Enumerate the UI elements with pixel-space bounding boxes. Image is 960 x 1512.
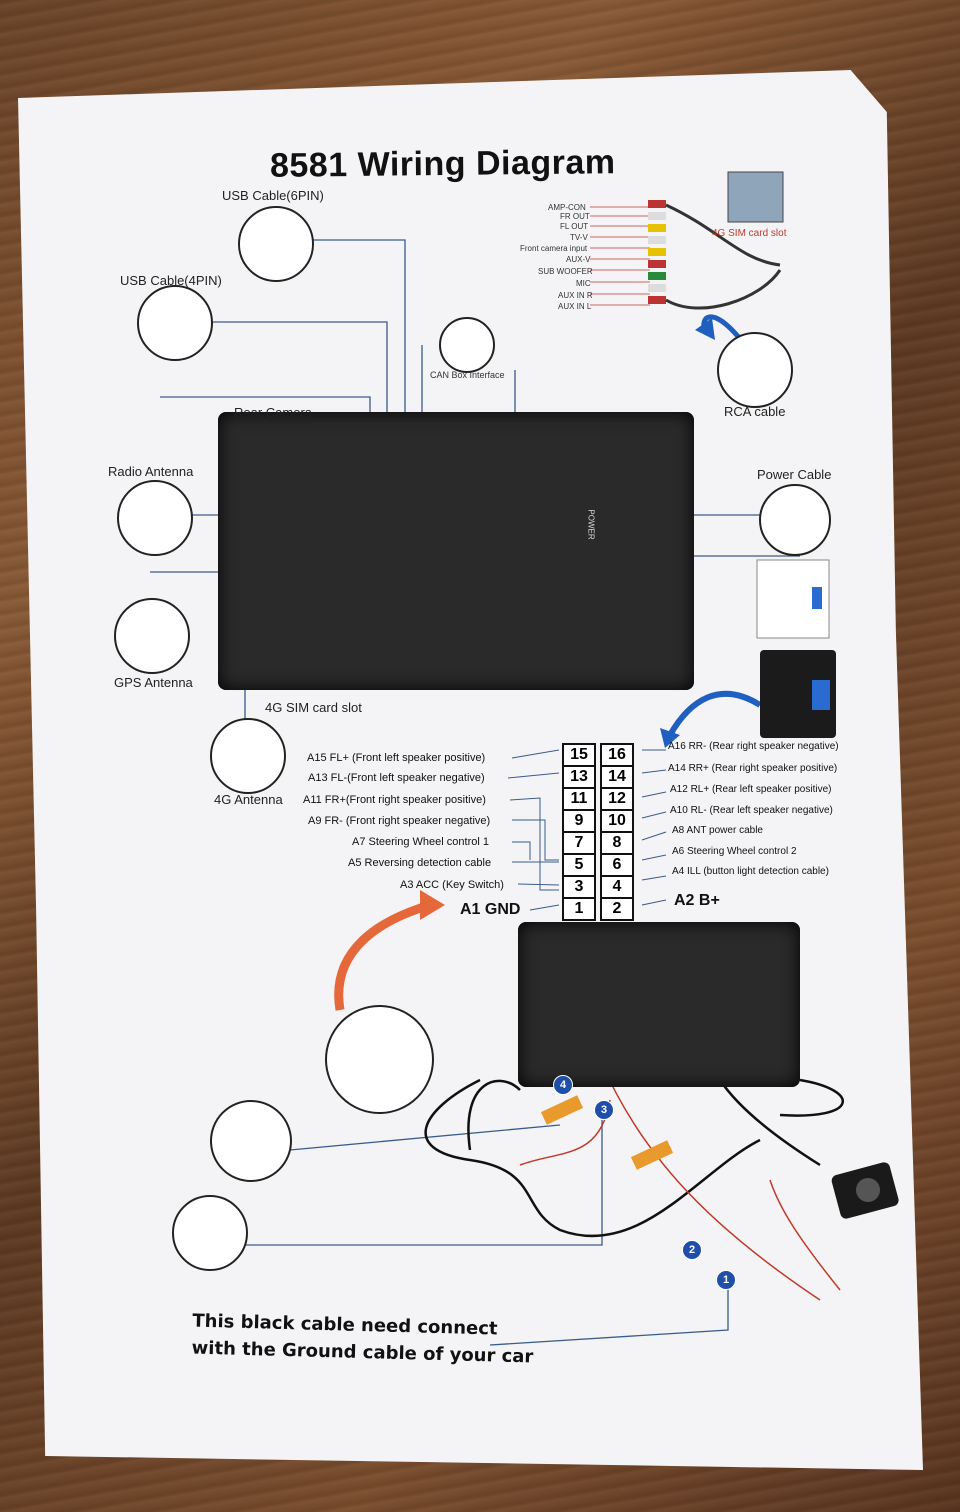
pin-box: 7 xyxy=(562,831,596,855)
unit-power-label: POWER xyxy=(586,509,596,540)
rca-label: Front camera input xyxy=(520,244,588,253)
power-cable-label: Power Cable xyxy=(757,467,832,482)
pin-right-label: A10 RL- (Rear left speaker negative) xyxy=(670,805,833,816)
head-unit-main xyxy=(218,412,694,690)
sim-slot-red-label: 4G SIM card slot xyxy=(712,228,787,239)
pin-box: 2 xyxy=(600,897,634,921)
rca-label: FL OUT xyxy=(560,222,589,231)
can-label: CAN Box Interface xyxy=(430,370,505,380)
antenna-4g-circle xyxy=(210,718,286,794)
badge-2: 2 xyxy=(682,1240,702,1260)
antenna-4g-label: 4G Antenna xyxy=(214,792,283,807)
pin-bplus-label: A2 B+ xyxy=(674,892,720,909)
pin-left-label: A3 ACC (Key Switch) xyxy=(400,879,504,891)
rca-label: FR OUT xyxy=(560,212,590,221)
pin-right-label: A12 RL+ (Rear left speaker positive) xyxy=(670,784,832,795)
pin-box: 6 xyxy=(600,853,634,877)
pin-right-label: A16 RR- (Rear right speaker negative) xyxy=(668,741,839,752)
sim-slot-label: 4G SIM card slot xyxy=(265,700,362,715)
pin-box: 16 xyxy=(600,743,634,767)
pin-left-label: A13 FL-(Front left speaker negative) xyxy=(308,772,485,784)
usb6-label: USB Cable(6PIN) xyxy=(222,188,324,203)
can-circle xyxy=(439,317,495,373)
pin-left-label: A5 Reversing detection cable xyxy=(348,857,492,869)
harness-circle xyxy=(325,1005,434,1114)
rca-label: SUB WOOFER xyxy=(538,267,593,276)
pin-right-label: A6 Steering Wheel control 2 xyxy=(672,846,797,857)
pin-right-label: A14 RR+ (Rear right speaker positive) xyxy=(668,763,838,774)
head-unit-bottom xyxy=(518,922,800,1087)
pin-box: 3 xyxy=(562,875,596,899)
rca-cable-label: RCA cable xyxy=(724,404,786,419)
power-cable-circle xyxy=(759,484,831,556)
pin-box: 12 xyxy=(600,787,634,811)
pin-box: 4 xyxy=(600,875,634,899)
pin-left-label: A11 FR+(Front right speaker positive) xyxy=(303,794,486,806)
pin-left-label: A7 Steering Wheel control 1 xyxy=(352,836,489,848)
gps-antenna-label: GPS Antenna xyxy=(114,675,193,690)
pin-box: 8 xyxy=(600,831,634,855)
usb4-circle xyxy=(137,285,213,361)
badge-3: 3 xyxy=(594,1100,614,1120)
rear-camera-label: Rear Camera xyxy=(234,405,313,420)
pin-right-label: A4 ILL (button light detection cable) xyxy=(672,866,829,877)
rca-circle xyxy=(717,332,793,408)
pin-left-label: A9 FR- (Front right speaker negative) xyxy=(308,815,491,827)
pin-box: 9 xyxy=(562,809,596,833)
radio-antenna-circle xyxy=(117,480,193,556)
usb4-label: USB Cable(4PIN) xyxy=(120,273,222,288)
rca-label: AUX IN R xyxy=(558,291,593,300)
badge-4: 4 xyxy=(553,1075,573,1095)
pin-box: 10 xyxy=(600,809,634,833)
radio-antenna-label: Radio Antenna xyxy=(108,464,194,479)
pin-box: 11 xyxy=(562,787,596,811)
rca-label: TV-V xyxy=(570,233,588,242)
pin-gnd-label: A1 GND xyxy=(460,901,521,918)
pin-box: 14 xyxy=(600,765,634,789)
splice-circle xyxy=(172,1195,248,1271)
pin-right-label: A8 ANT power cable xyxy=(672,825,763,836)
usb6-circle xyxy=(238,206,314,282)
rca-label: AMP-CON xyxy=(548,203,586,212)
pin-box: 13 xyxy=(562,765,596,789)
ground-cable-note: This black cable need connect with the G… xyxy=(191,1308,534,1371)
badge-1: 1 xyxy=(716,1270,736,1290)
gps-antenna-circle xyxy=(114,598,190,674)
pin-box: 1 xyxy=(562,897,596,921)
rca-label: AUX-V xyxy=(566,255,591,264)
pin-box: 5 xyxy=(562,853,596,877)
pin-box: 15 xyxy=(562,743,596,767)
pin-left-label: A15 FL+ (Front left speaker positive) xyxy=(307,752,486,764)
rca-label: AUX IN L xyxy=(558,302,592,311)
rca-label: MIC xyxy=(576,279,591,288)
inline-connector-circle xyxy=(210,1100,292,1182)
